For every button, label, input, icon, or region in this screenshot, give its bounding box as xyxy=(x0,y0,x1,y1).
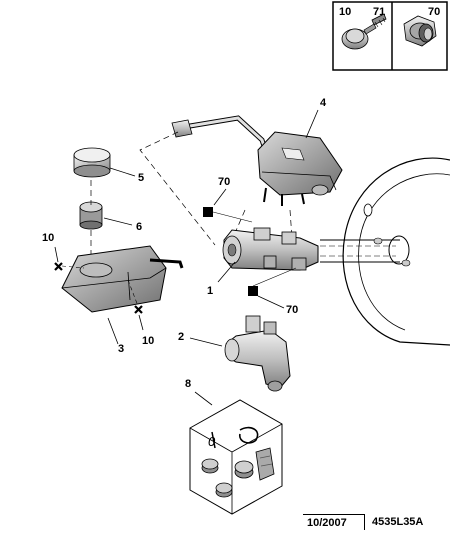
callout-2: 2 xyxy=(178,331,184,343)
footer-date: 10/2007 xyxy=(303,514,365,530)
fastener-legend-box: 10 71 70 xyxy=(332,1,448,71)
screw-marker-left xyxy=(54,262,63,271)
footer-reference-code: 4535L35A xyxy=(372,516,424,528)
callout-70-top: 70 xyxy=(218,176,230,188)
callout-3: 3 xyxy=(118,343,124,355)
leader-line-3 xyxy=(107,317,119,345)
brake-booster xyxy=(320,157,450,346)
torque-marker-top xyxy=(203,207,213,217)
kit-letter: 0 xyxy=(208,434,216,449)
part-5-cap xyxy=(73,147,111,178)
legend-number-70: 70 xyxy=(428,6,440,18)
screw-icon xyxy=(341,13,387,50)
leader-line-5 xyxy=(109,167,136,177)
leader-line-4 xyxy=(305,109,319,139)
leader-line-1 xyxy=(217,261,236,283)
torque-marker-bottom xyxy=(248,286,258,296)
callout-5: 5 xyxy=(138,172,144,184)
brake-pipe xyxy=(171,115,271,159)
leader-line-2 xyxy=(189,337,223,347)
part-6-filter xyxy=(79,201,103,230)
leader-line-6 xyxy=(103,217,133,226)
part-8-seal-kit: 0 xyxy=(189,399,283,515)
nut-icon xyxy=(403,15,437,47)
part-4-reservoir xyxy=(257,131,343,206)
legend-number-10: 10 xyxy=(339,6,351,18)
callout-6: 6 xyxy=(136,221,142,233)
screw-marker-bottom xyxy=(134,305,143,314)
callout-8: 8 xyxy=(185,378,191,390)
part-2-cylinder-body xyxy=(224,315,291,392)
callout-10-bottom: 10 xyxy=(142,335,154,347)
callout-70-bottom: 70 xyxy=(286,304,298,316)
callout-1: 1 xyxy=(207,285,213,297)
callout-10-left: 10 xyxy=(42,232,54,244)
part-1-master-cylinder xyxy=(222,227,319,271)
part-3-tank xyxy=(61,245,184,313)
callout-4: 4 xyxy=(320,97,327,109)
